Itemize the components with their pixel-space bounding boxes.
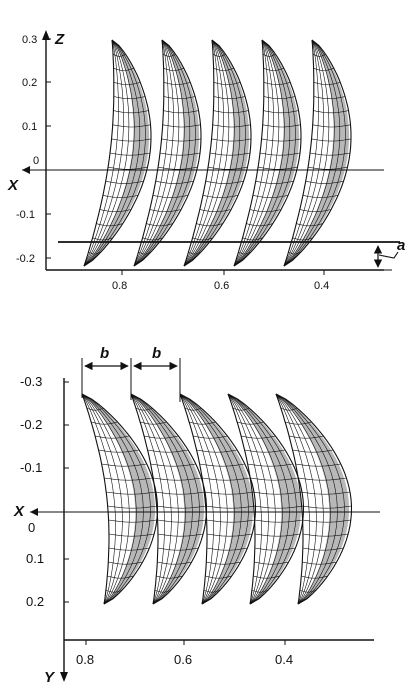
bottom-x-tick-label: 0.8 xyxy=(76,652,94,667)
bottom-y-tick-label: 0 xyxy=(28,520,35,535)
top-panel: 0.3 0.2 0.1 0 -0.1 -0.2 0.8 0.6 0.4 Z X … xyxy=(7,30,405,292)
y-axis-arrow-icon xyxy=(60,672,68,682)
top-y-tick-label: 0.2 xyxy=(22,77,37,89)
bottom-shell-1 xyxy=(81,393,159,605)
bottom-panel: b b -0.3 -0.2 -0.1 0 0.1 0.2 0.8 0.6 0.4… xyxy=(13,345,380,684)
top-x-tick-label: 0.6 xyxy=(214,280,229,292)
top-shell-5 xyxy=(283,39,352,267)
bottom-y-ticks xyxy=(64,381,69,603)
top-y-tick-label: 0.1 xyxy=(22,121,37,133)
top-z-axis-label: Z xyxy=(54,31,65,48)
bottom-y-tick-label: -0.3 xyxy=(20,374,42,389)
bottom-y-tick-label: 0.1 xyxy=(26,551,44,566)
bottom-shell-5 xyxy=(275,393,353,605)
top-y-tick-label: -0.2 xyxy=(16,253,35,265)
top-x-tick-label: 0.4 xyxy=(314,280,329,292)
top-x-ticks xyxy=(121,270,325,275)
top-shell-4 xyxy=(233,39,302,267)
bottom-x-arrow-icon xyxy=(30,508,38,516)
bottom-x-tick-label: 0.6 xyxy=(174,652,192,667)
top-x-axis-label: X xyxy=(7,177,19,194)
z-axis-arrow-icon xyxy=(42,30,50,40)
bottom-shell-2 xyxy=(130,393,208,605)
top-y-tick-label: 0.3 xyxy=(22,34,37,46)
top-y-tick-label: -0.1 xyxy=(16,209,35,221)
top-y-ticks xyxy=(46,38,51,259)
bottom-y-tick-label: 0.2 xyxy=(26,594,44,609)
top-x-tick-label: 0.8 xyxy=(112,280,127,292)
top-shell-3 xyxy=(183,39,252,267)
top-y-tick-label: 0 xyxy=(33,155,39,167)
top-shell-2 xyxy=(133,39,202,267)
bottom-x-tick-label: 0.4 xyxy=(275,652,293,667)
dimension-a-label: a xyxy=(397,237,405,254)
top-shell-1 xyxy=(83,39,152,267)
top-shells xyxy=(83,39,352,267)
dimension-b1-label: b xyxy=(100,345,109,362)
bottom-y-tick-label: -0.2 xyxy=(20,417,42,432)
dimension-a-leader xyxy=(378,251,399,259)
bottom-shell-3 xyxy=(179,393,257,605)
top-x-arrow-icon xyxy=(22,166,30,174)
bottom-y-tick-label: -0.1 xyxy=(20,460,42,475)
bottom-x-ticks xyxy=(85,640,286,645)
dimension-b2-label: b xyxy=(152,345,161,362)
bottom-shells xyxy=(81,393,353,605)
bottom-x-axis-label: X xyxy=(13,503,25,520)
bottom-y-axis-label: Y xyxy=(44,669,56,684)
bottom-shell-4 xyxy=(227,393,305,605)
